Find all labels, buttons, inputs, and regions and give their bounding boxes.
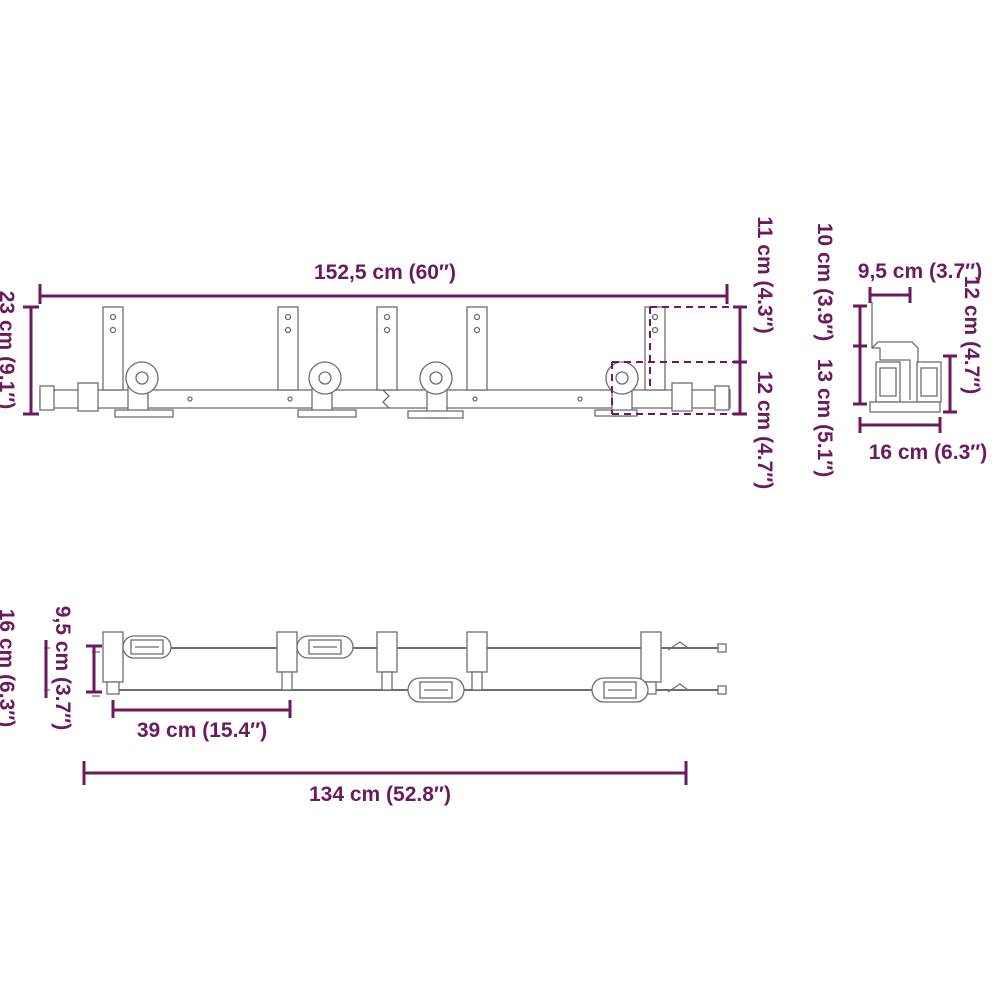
top-hanger bbox=[276, 631, 298, 673]
front-length-dimension: 152,5 cm (60″) bbox=[314, 261, 456, 284]
hanger-profile bbox=[871, 302, 911, 400]
hanger-height-dimension: 11 cm (4.3″) bbox=[753, 216, 776, 333]
hanger-spacing-dimension: 39 cm (15.4″) bbox=[137, 719, 267, 742]
roller-height-dimension: 12 cm (4.7″) bbox=[753, 371, 776, 490]
top-hanger bbox=[466, 631, 488, 673]
top-hanger bbox=[102, 631, 124, 683]
top-inner-width-dimension: 9,5 cm (3.7″) bbox=[51, 606, 74, 730]
top-roller bbox=[122, 635, 172, 659]
side-bottom-width-dimension: 16 cm (6.3″) bbox=[869, 441, 988, 464]
wall-hanger bbox=[466, 306, 488, 391]
wall-hanger bbox=[277, 306, 299, 391]
wall-hanger bbox=[376, 306, 398, 391]
top-outer-width-dimension: 16 cm (6.3″) bbox=[0, 609, 18, 728]
roller-wheel bbox=[114, 361, 174, 418]
front-view: 152,5 cm (60″) 23 cm (9.1″) 11 cm (4.3″)… bbox=[0, 216, 776, 489]
side-view: 9,5 cm (3.7″) 16 cm (6.3″) 10 cm (3.9″) … bbox=[813, 223, 987, 478]
top-roller bbox=[591, 677, 649, 703]
side-top-width-dimension: 9,5 cm (3.7″) bbox=[858, 260, 982, 283]
top-hanger bbox=[376, 631, 398, 673]
wall-hanger bbox=[644, 306, 666, 391]
top-view: 16 cm (6.3″) 9,5 cm (3.7″) 39 cm (15.4″)… bbox=[0, 606, 727, 806]
floor-guide bbox=[869, 401, 941, 413]
roller-wheel bbox=[297, 361, 357, 418]
end-cap-left bbox=[39, 385, 55, 411]
side-lower-height-dimension: 13 cm (5.1″) bbox=[813, 359, 836, 478]
top-roller bbox=[407, 677, 465, 703]
end-stopper-right bbox=[671, 382, 693, 412]
top-roller bbox=[296, 635, 354, 659]
end-stopper-left bbox=[77, 382, 99, 412]
wall-hanger bbox=[102, 306, 124, 391]
end-cap-right bbox=[714, 385, 730, 411]
side-right-height-dimension: 12 cm (4.7″) bbox=[960, 276, 983, 395]
front-height-dimension: 23 cm (9.1″) bbox=[0, 291, 18, 410]
top-hanger bbox=[640, 631, 662, 683]
roller-wheel bbox=[407, 361, 464, 419]
top-length-dimension: 134 cm (52.8″) bbox=[309, 783, 451, 806]
side-upper-height-dimension: 10 cm (3.9″) bbox=[813, 223, 836, 342]
rail-joint bbox=[382, 389, 390, 409]
